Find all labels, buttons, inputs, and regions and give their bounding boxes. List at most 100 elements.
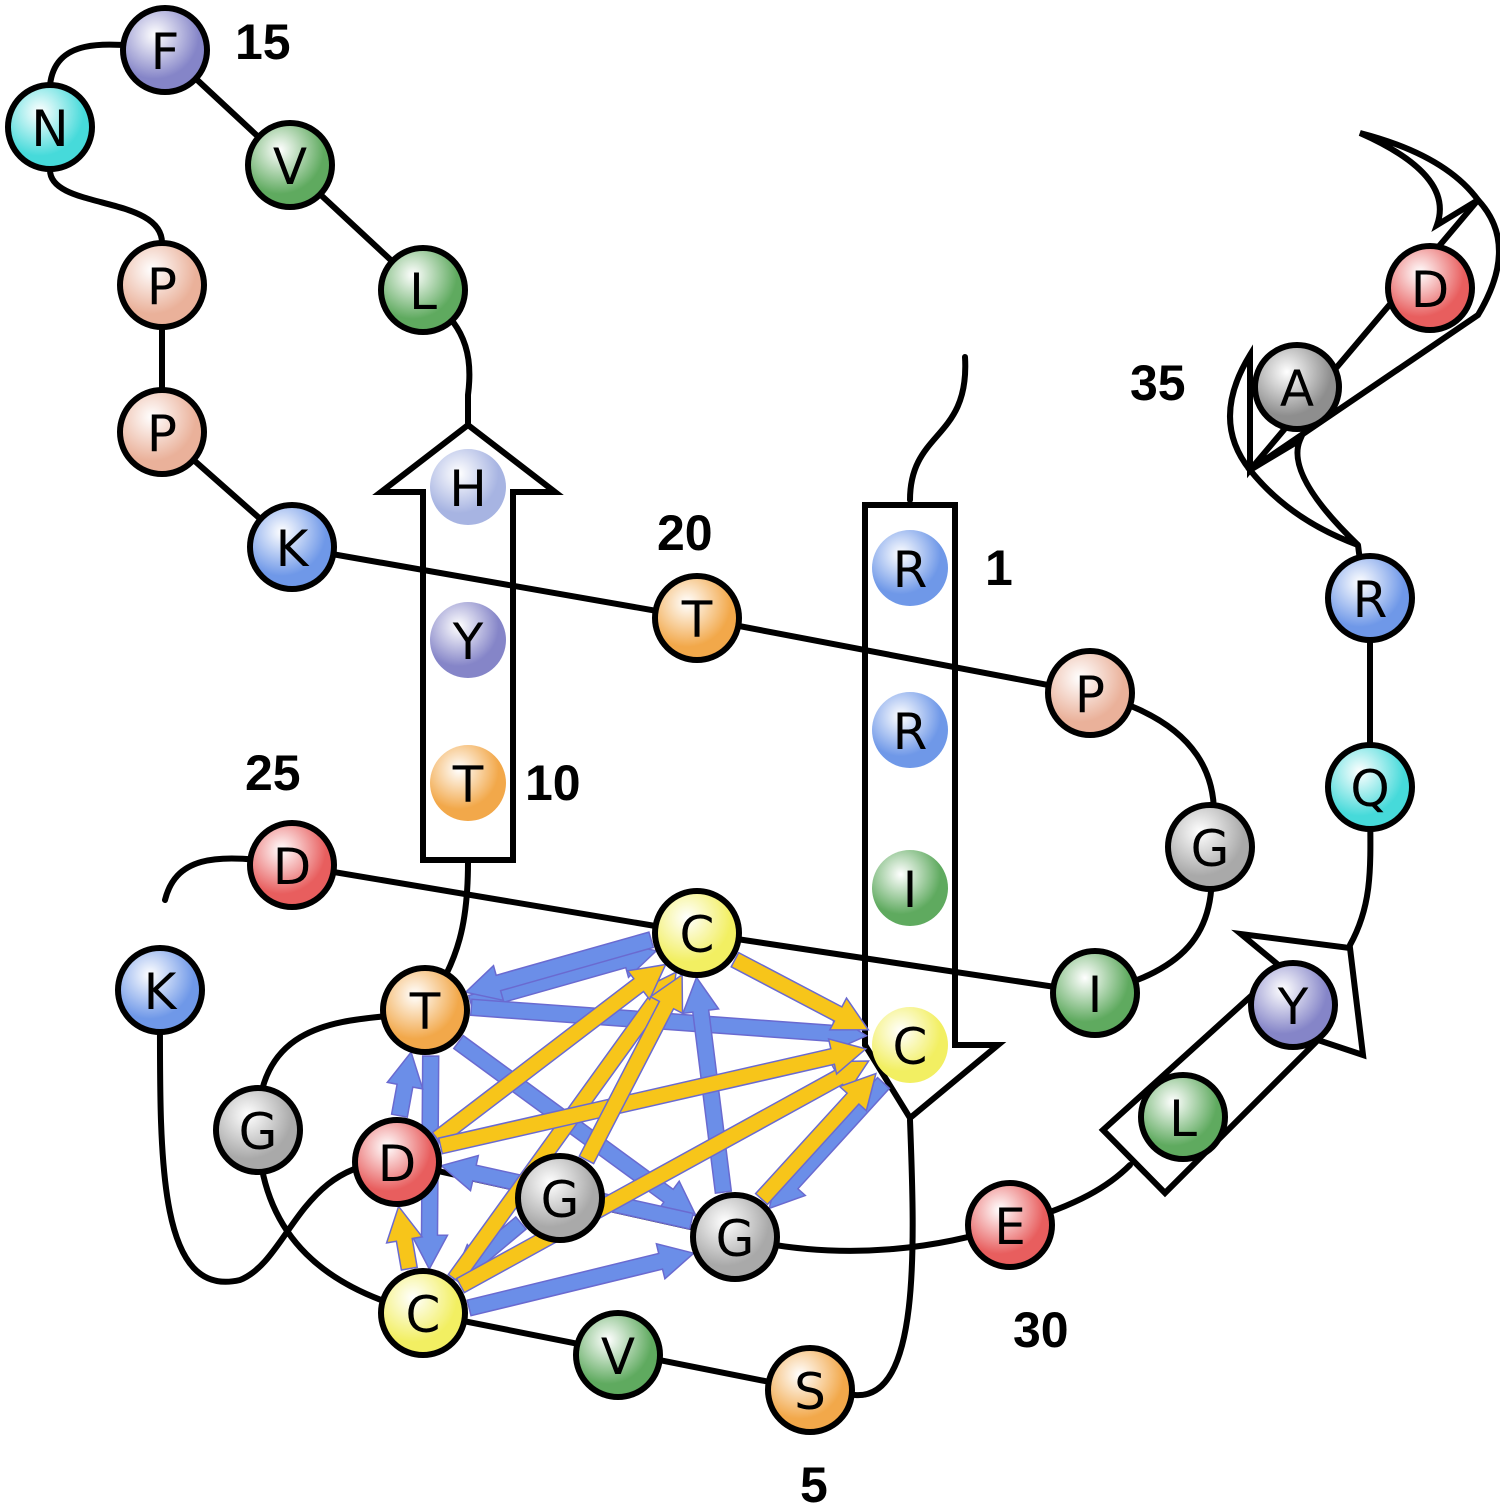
residue-circle xyxy=(117,240,207,330)
residue-circle xyxy=(1325,742,1415,832)
residue-letter: F xyxy=(151,23,180,81)
residue-22: G xyxy=(1165,802,1255,892)
residue-letter: I xyxy=(1088,966,1103,1024)
residue-18: P xyxy=(117,387,207,477)
residue-circle xyxy=(380,965,470,1055)
residue-30: E xyxy=(965,1180,1055,1270)
residue-circle xyxy=(872,692,948,768)
residue-letter: S xyxy=(794,1363,826,1421)
residue-21: P xyxy=(1045,648,1135,738)
residue-24: C xyxy=(652,888,742,978)
residue-25: D xyxy=(247,820,337,910)
residue-20: T xyxy=(652,573,742,663)
residue-19: K xyxy=(247,502,337,592)
residue-circle xyxy=(430,449,506,525)
residue-circle xyxy=(515,1153,605,1243)
gold-contact-arrow xyxy=(431,963,667,1147)
residue-letter: C xyxy=(406,1286,441,1344)
residue-letter: C xyxy=(680,906,715,964)
residue-letter: R xyxy=(1353,571,1388,629)
residue-number-label: 10 xyxy=(525,755,581,811)
residue-36: D xyxy=(1385,243,1475,333)
backbone-segment xyxy=(907,354,969,503)
gold-contact-arrow xyxy=(437,1037,868,1155)
blue-contact-arrow xyxy=(466,1242,696,1317)
residue-letter: C xyxy=(893,1018,928,1076)
residue-9: T xyxy=(380,965,470,1055)
residue-letter: D xyxy=(1411,261,1450,319)
residue-23: I xyxy=(1050,948,1140,1038)
residue-circle xyxy=(872,850,948,926)
residue-letter: G xyxy=(239,1103,278,1161)
residue-circle xyxy=(573,1310,663,1400)
residue-circle xyxy=(1252,342,1342,432)
residue-13: L xyxy=(378,245,468,335)
residue-letter: E xyxy=(994,1198,1026,1256)
residue-circle xyxy=(1045,648,1135,738)
residue-circle xyxy=(245,120,335,210)
residue-number-label: 25 xyxy=(245,745,301,801)
residue-letter: T xyxy=(452,756,484,814)
residue-28: G xyxy=(515,1153,605,1243)
residue-letter: K xyxy=(276,520,310,578)
residue-16: N xyxy=(5,82,95,172)
residue-letter: Y xyxy=(452,613,484,671)
gold-contact-arrow xyxy=(754,1072,877,1206)
backbone-layer xyxy=(47,41,1374,1399)
residue-15: F xyxy=(120,5,210,95)
residue-circle xyxy=(378,1268,468,1358)
residue-5: S xyxy=(765,1345,855,1435)
residue-letter: R xyxy=(893,541,928,599)
gold-contact-arrow xyxy=(730,951,870,1031)
residue-33: Q xyxy=(1325,742,1415,832)
residue-4: C xyxy=(872,1007,948,1083)
residue-circle xyxy=(1248,960,1338,1050)
residue-circle xyxy=(117,387,207,477)
residue-10: T xyxy=(430,745,506,821)
helix-ribbon xyxy=(1227,130,1500,548)
residue-17: P xyxy=(117,240,207,330)
residue-circle xyxy=(765,1345,855,1435)
backbone-segment xyxy=(852,1117,916,1399)
residue-letter: T xyxy=(681,591,713,649)
residue-circle xyxy=(352,1117,442,1207)
residue-letter: V xyxy=(601,1328,635,1386)
residue-11: Y xyxy=(430,602,506,678)
residue-34: R xyxy=(1325,553,1415,643)
residue-circle xyxy=(5,82,95,172)
residue-8: G xyxy=(213,1085,303,1175)
residue-circle xyxy=(430,745,506,821)
blue-contact-arrow xyxy=(385,1050,424,1118)
residue-circle xyxy=(872,1007,948,1083)
residue-circle xyxy=(1050,948,1140,1038)
residue-circle xyxy=(430,602,506,678)
residue-27: D xyxy=(352,1117,442,1207)
residue-number-label: 30 xyxy=(1013,1302,1069,1358)
residue-letter: P xyxy=(147,258,177,316)
residue-number-label: 5 xyxy=(800,1457,828,1509)
residue-circle xyxy=(872,530,948,606)
residue-number-label: 1 xyxy=(985,540,1013,596)
residue-14: V xyxy=(245,120,335,210)
residue-letter: G xyxy=(716,1210,755,1268)
residue-circle xyxy=(965,1180,1055,1270)
residue-letter: K xyxy=(144,963,178,1021)
residue-letter: D xyxy=(378,1135,417,1193)
residue-26: K xyxy=(115,945,205,1035)
residue-29: G xyxy=(690,1192,780,1282)
residue-circle xyxy=(378,245,468,335)
residue-1: R xyxy=(872,530,948,606)
residue-32: Y xyxy=(1248,960,1338,1050)
residue-circle xyxy=(690,1192,780,1282)
residue-3: I xyxy=(872,850,948,926)
residue-letter: Q xyxy=(1350,760,1389,818)
residue-letter: D xyxy=(273,838,312,896)
residue-circle xyxy=(213,1085,303,1175)
residue-letter: P xyxy=(1075,666,1105,724)
residue-circle xyxy=(115,945,205,1035)
residue-letter: R xyxy=(893,703,928,761)
residue-circle xyxy=(1385,243,1475,333)
